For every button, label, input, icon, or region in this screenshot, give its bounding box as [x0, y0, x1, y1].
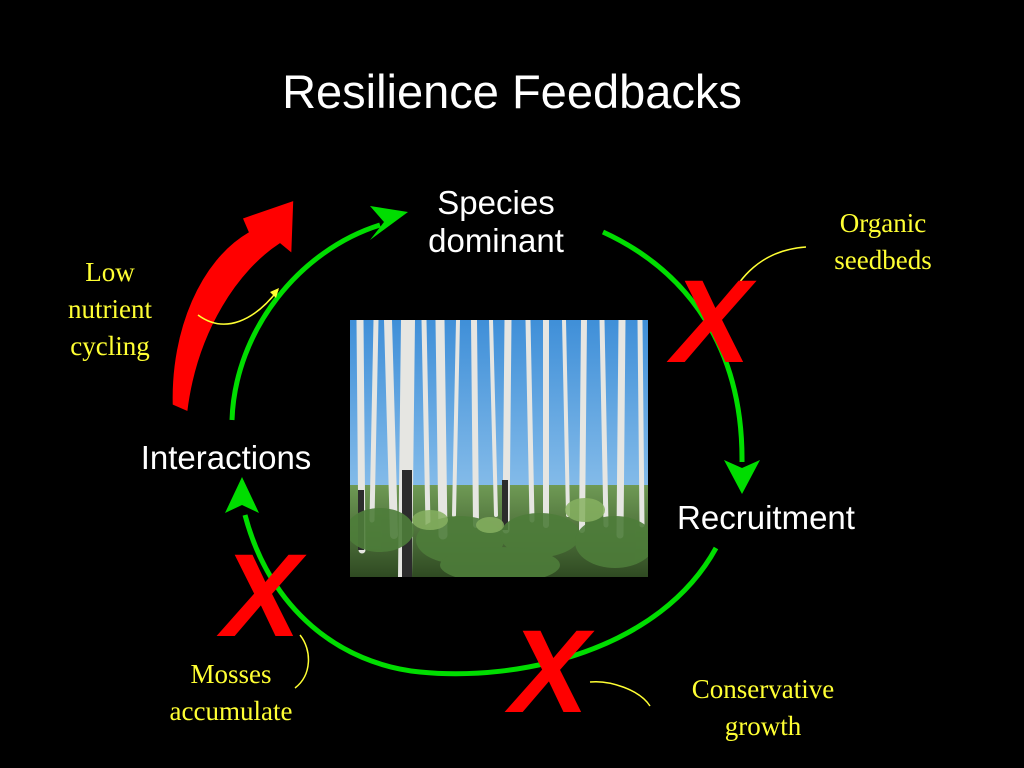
- arrowhead-to-species: [370, 206, 408, 240]
- note-conservative-growth: Conservative growth: [660, 671, 866, 745]
- arc-species-to-recruitment: [601, 229, 745, 463]
- note-organic-seedbeds: Organic seedbeds: [808, 205, 958, 279]
- note-organic-line1: Organic: [839, 208, 927, 238]
- node-recruitment: Recruitment: [677, 499, 855, 536]
- blocked-x-growth: X: [510, 606, 589, 738]
- arrowhead-to-interactions: [225, 477, 259, 513]
- note-low-nutrient-line1: Low: [85, 257, 135, 287]
- note-mosses-accumulate: Mosses accumulate: [146, 656, 316, 730]
- node-species-dominant-line2: dominant: [428, 222, 564, 259]
- node-interactions: Interactions: [140, 439, 312, 476]
- note-low-nutrient-cycling: Low nutrient cycling: [40, 254, 180, 365]
- arrowhead-to-recruitment: [724, 460, 760, 494]
- leader-organic-seedbeds: [727, 246, 807, 303]
- blocked-x-interactions: X: [222, 530, 301, 662]
- slide-title: Resilience Feedbacks: [282, 65, 742, 118]
- arc-interactions-to-species: [229, 222, 381, 421]
- leader-mosses: [294, 634, 310, 689]
- leader-conservative-growth: [589, 681, 651, 707]
- note-mosses-line1: Mosses: [190, 659, 272, 689]
- arc-recruitment-to-interactions: [242, 514, 719, 677]
- note-organic-line2: seedbeds: [834, 245, 932, 275]
- reinforcing-loop-arrow: [171, 198, 295, 414]
- blocked-x-recruitment: X: [672, 256, 751, 388]
- node-species-dominant-line1: Species: [437, 184, 555, 221]
- node-species-dominant: Species dominant: [396, 184, 596, 260]
- note-low-nutrient-line2: nutrient: [68, 294, 152, 324]
- photo-illustration: [350, 320, 648, 577]
- note-conservative-line1: Conservative: [691, 674, 835, 704]
- note-conservative-line2: growth: [724, 711, 802, 741]
- aspen-forest-photo: [350, 320, 648, 577]
- note-mosses-line2: accumulate: [169, 696, 293, 726]
- leader-low-nutrient-tip: [270, 288, 279, 298]
- note-low-nutrient-line3: cycling: [70, 331, 150, 361]
- leader-low-nutrient: [197, 289, 279, 325]
